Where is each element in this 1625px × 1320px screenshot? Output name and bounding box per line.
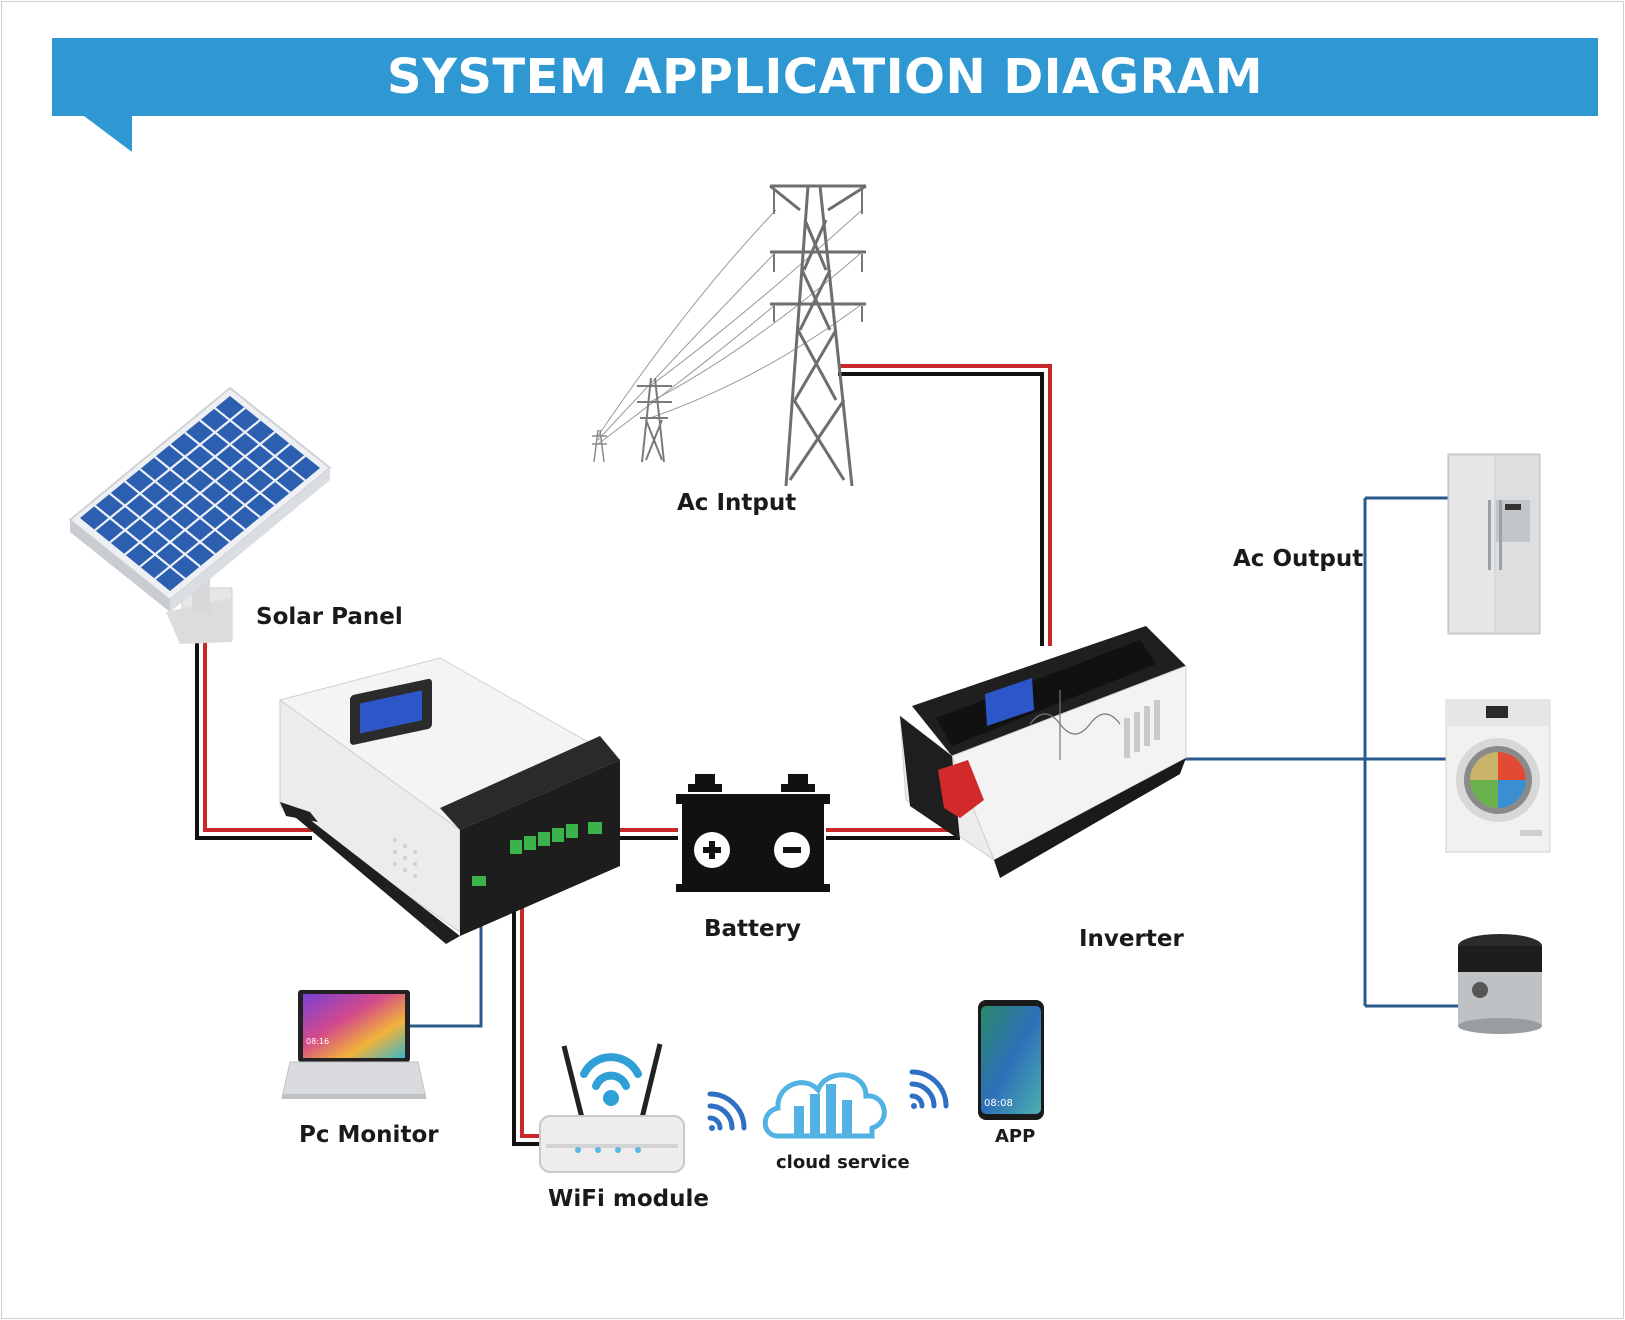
wifi-signal-icon: [909, 1069, 949, 1109]
title-banner: SYSTEM APPLICATION DIAGRAM: [52, 38, 1598, 116]
wire-solar-red: [203, 642, 312, 832]
wire-router-red: [520, 904, 540, 1138]
battery-icon: [676, 774, 830, 892]
laptop-clock: 08:16: [306, 1037, 329, 1046]
refrigerator-icon: [1447, 453, 1541, 635]
solar-panel-icon: [68, 386, 332, 644]
panel-grid-line: [139, 443, 291, 568]
solar-panel-label: Solar Panel: [256, 604, 403, 630]
phone-clock: 08:08: [984, 1098, 1013, 1109]
inverter-icon: [899, 626, 1187, 878]
wifi-module-label: WiFi module: [548, 1186, 709, 1212]
charge-controller-icon: [278, 657, 622, 944]
wire-router-black: [512, 904, 540, 1146]
wire-grid-red: [838, 364, 1052, 646]
diagram-title: SYSTEM APPLICATION DIAGRAM: [387, 49, 1263, 105]
battery-label: Battery: [704, 916, 801, 942]
washing-machine-icon: [1445, 699, 1551, 853]
cloud-icon: [762, 1072, 887, 1139]
panel-grid-line: [124, 431, 276, 556]
ac-output-label: Ac Output: [1233, 546, 1364, 572]
wifi-signal-icon: [707, 1091, 747, 1131]
inverter-label: Inverter: [1079, 926, 1184, 952]
panel-grid-line: [109, 419, 261, 544]
smartphone-icon: 08:08: [978, 1000, 1044, 1120]
rice-cooker-icon: [1458, 934, 1542, 1034]
laptop-icon: 08:16: [281, 990, 427, 1099]
wires: [195, 364, 1458, 1146]
wire-solar-black: [195, 642, 312, 840]
pc-monitor-label: Pc Monitor: [299, 1122, 439, 1148]
cloud-service-label: cloud service: [776, 1152, 910, 1173]
app-label: APP: [995, 1126, 1036, 1147]
ac-input-label: Ac Intput: [677, 490, 797, 516]
wire-controller-laptop: [410, 918, 483, 1028]
power-tower-icon: [592, 184, 867, 487]
panel-grid-line: [94, 407, 246, 532]
panel-grid-line: [154, 455, 306, 580]
banner-tail: [84, 116, 132, 152]
wifi-router-icon: [539, 1043, 685, 1173]
wire-grid-black: [838, 372, 1044, 646]
